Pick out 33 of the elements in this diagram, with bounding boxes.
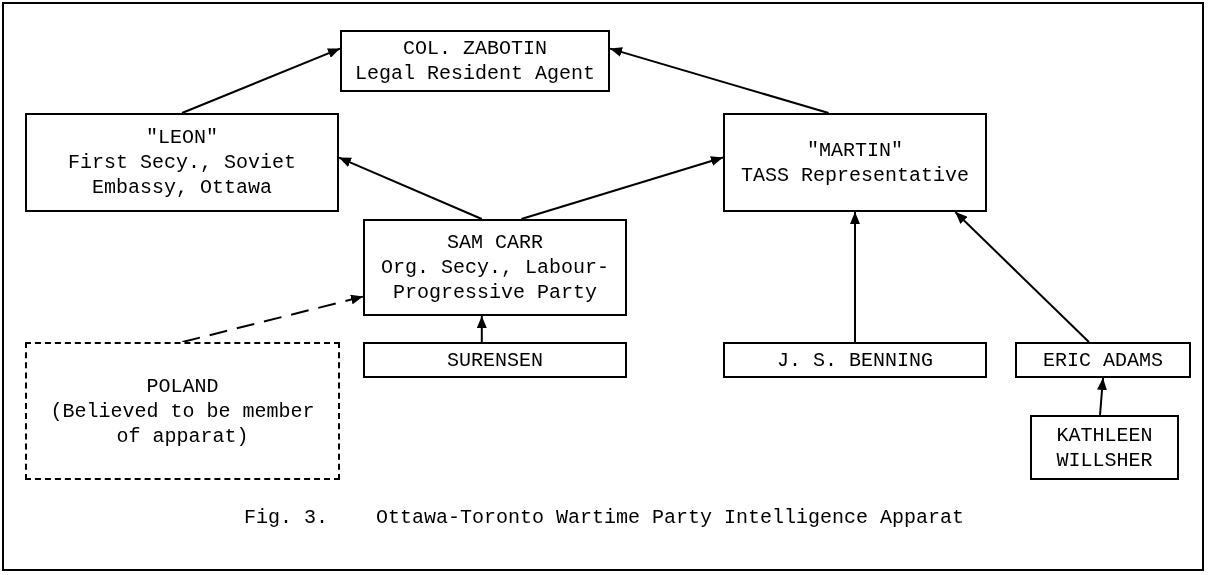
role-label: SURENSEN — [447, 347, 543, 373]
person-box — [1015, 342, 1191, 378]
role-label: Legal Resident Agent — [354, 61, 595, 86]
dashed-box — [25, 342, 340, 480]
person-box — [363, 342, 627, 378]
person-box — [363, 219, 627, 316]
figure-caption: Fig. 3. Ottawa-Toronto Wartime Party Intelligence Apparat — [242, 506, 966, 529]
role-label: TASS Representative — [740, 162, 969, 188]
arrow — [609, 47, 830, 114]
arrow — [954, 211, 1090, 343]
arrow — [1097, 377, 1107, 416]
arrow — [338, 156, 483, 220]
name-label: COL. ZABOTIN — [403, 36, 547, 61]
role-label: J. S. BENNING — [777, 347, 933, 373]
role-label: (Believed to be member of apparat) — [49, 398, 316, 449]
role-label: KATHLEEN WILLSHER — [1055, 422, 1154, 473]
person-box — [340, 30, 610, 92]
role-label: ERIC ADAMS — [1043, 347, 1163, 373]
person-box — [1030, 415, 1179, 480]
arrow — [181, 47, 341, 114]
name-label: SAM CARR — [447, 230, 543, 255]
role-label: Org. Secy., Labour-Progressive Party — [379, 255, 610, 305]
person-box — [723, 113, 987, 212]
role-label: First Secy., Soviet Embassy, Ottawa — [66, 150, 297, 200]
arrow — [520, 156, 724, 220]
arrow — [850, 211, 860, 343]
name-label: POLAND — [146, 373, 219, 399]
person-box — [25, 113, 339, 212]
name-label: "MARTIN" — [807, 137, 903, 163]
arrow — [476, 315, 487, 343]
name-label: "LEON" — [146, 125, 218, 150]
person-box — [723, 342, 987, 378]
dashed-arrow — [181, 294, 364, 343]
